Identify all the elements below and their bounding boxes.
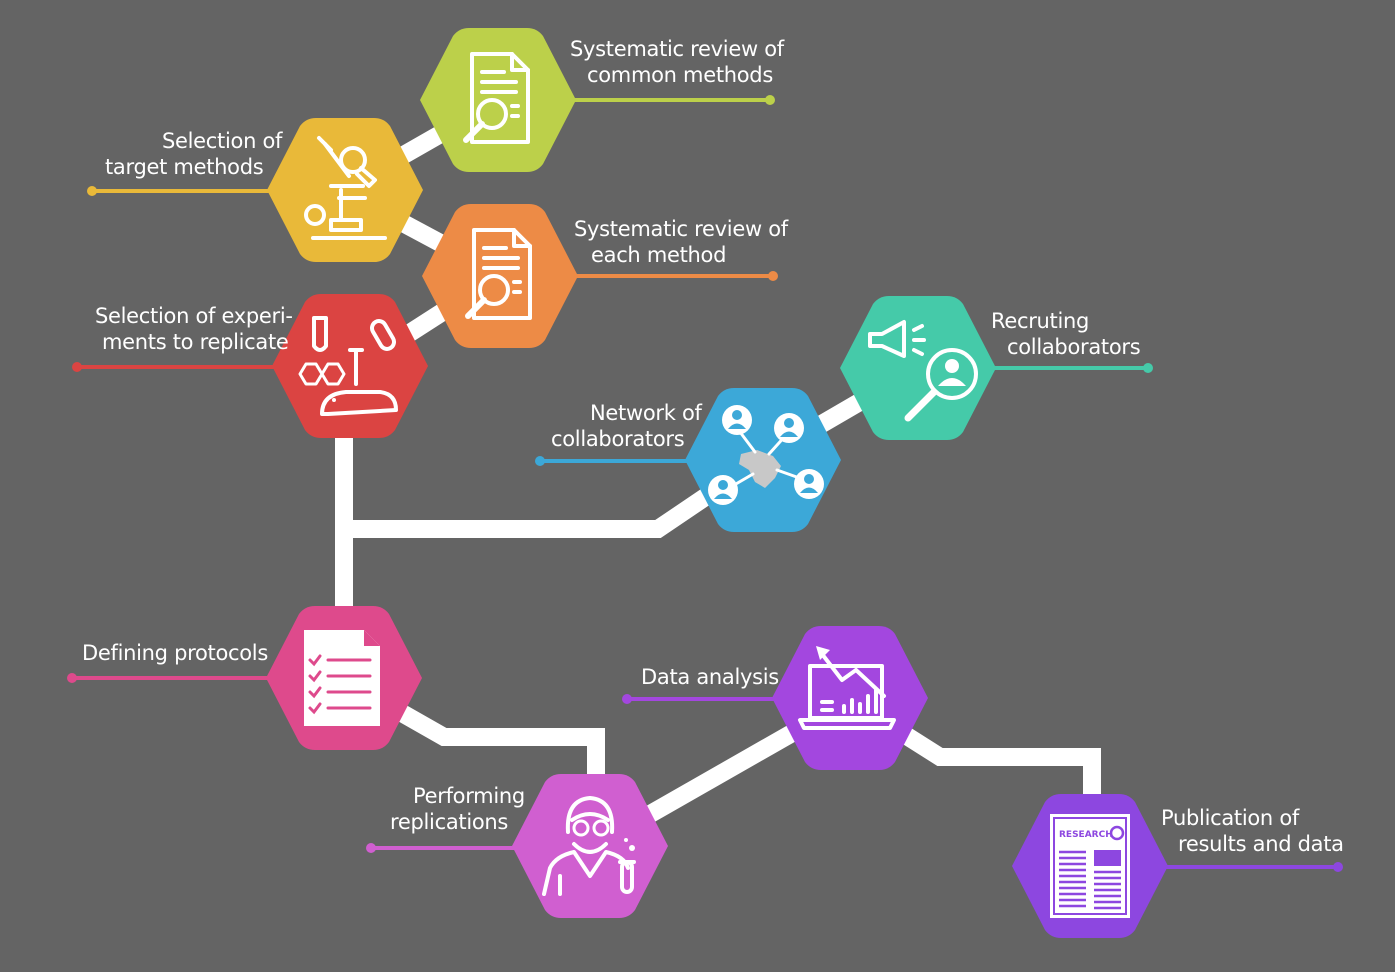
document-search-icon [463,52,530,144]
pin-selection-experiments [72,362,275,372]
label-publication-line1: Publication of [1161,806,1300,830]
labels: Systematic review of common methods Sele… [82,37,1344,856]
hexagon [772,626,928,770]
label-systematic-review-each-line1: Systematic review of [574,217,789,241]
label-recruiting-line1: Recruting [991,309,1089,333]
hexagon [272,294,428,438]
label-network-line1: Network of [590,401,703,425]
pin-publication [1165,862,1343,872]
label-data-analysis: Data analysis [641,665,779,689]
person-icon [722,405,752,435]
label-systematic-review-each-line2: each method [591,243,726,267]
pin-defining-protocols [67,673,270,683]
laptop-chart-icon [798,646,896,730]
label-defining-protocols: Defining protocols [82,641,268,665]
pin-dot [67,673,77,683]
hexagon [840,296,996,440]
label-selection-experiments-line1: Selection of experi- [95,304,293,328]
node-network [685,388,841,532]
label-selection-target-line1: Selection of [162,129,283,153]
pin-recruiting [995,363,1153,373]
hexagon [512,774,668,918]
node-publication: RESEARCH [1012,794,1168,938]
node-defining-protocols [266,606,422,750]
pin-dot [768,271,778,281]
pin-selection-target [87,186,270,196]
research-paper-icon: RESEARCH [1050,814,1130,918]
label-selection-target-line2: target methods [105,155,263,179]
checklist-icon [304,630,380,726]
pin-dot [366,843,376,853]
microscope-icon [304,136,387,240]
label-network-line2: collaborators [551,427,684,451]
network-icon [708,405,824,505]
person-icon [708,475,738,505]
node-selection-experiments [272,294,428,438]
lab-experiment-icon [298,316,398,416]
paper-heading: RESEARCH [1059,830,1113,840]
pin-dot [765,95,775,105]
pin-network [535,456,690,466]
pin-dot [1333,862,1343,872]
person-icon [794,469,824,499]
node-recruiting [840,296,996,440]
pin-dot [1143,363,1153,373]
pin-dot [622,694,632,704]
person-icon [774,413,804,443]
label-selection-experiments-line2: ments to replicate [102,330,289,354]
node-systematic-review-common [420,28,576,172]
pin-dot [535,456,545,466]
label-publication-line2: results and data [1178,832,1344,856]
pin-performing-replications [366,843,515,853]
document-search-icon [465,228,532,320]
label-recruiting-line2: collaborators [1007,335,1140,359]
pin-systematic-review-each [575,271,778,281]
node-systematic-review-each [422,204,578,348]
node-selection-target [267,118,423,262]
pin-systematic-review-common [575,95,775,105]
node-performing-replications [512,774,668,918]
label-performing-replications-line2: replications [390,810,508,834]
label-performing-replications-line1: Performing [413,784,525,808]
pin-dot [87,186,97,196]
hexagon [267,118,423,262]
node-data-analysis [772,626,928,770]
pin-dot [72,362,82,372]
pin-data-analysis [622,694,775,704]
scientist-icon [542,796,636,896]
label-systematic-review-common-line1: Systematic review of [570,37,785,61]
label-systematic-review-common-line2: common methods [587,63,773,87]
megaphone-search-icon [868,320,978,422]
pin-lines [67,95,1343,872]
